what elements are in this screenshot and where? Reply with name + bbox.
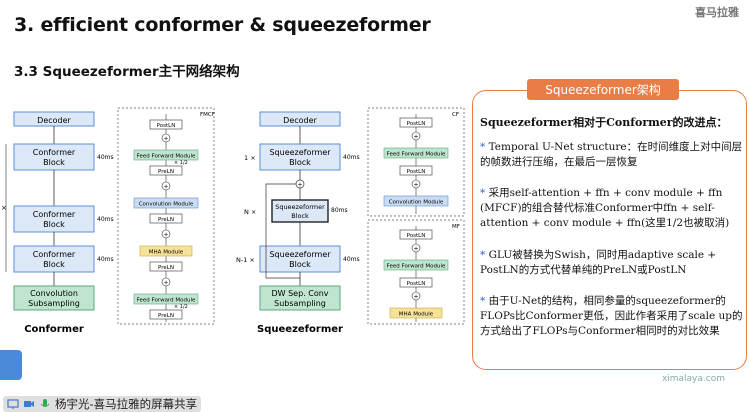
share-status-text: 杨宇光-喜马拉雅的屏幕共享 (55, 397, 198, 411)
svg-text:+: + (413, 134, 418, 141)
star-icon: * (480, 141, 489, 153)
svg-text:+: + (163, 280, 168, 287)
brand-logo: 喜马拉雅 (695, 6, 739, 19)
bullet-item-4: * 由于U-Net的结构，相同参量的squeezeformer的FLOPs比Co… (480, 295, 743, 337)
svg-text:+: + (163, 184, 168, 191)
svg-text:1 ×: 1 × (244, 154, 256, 162)
svg-text:Decoder: Decoder (283, 116, 317, 125)
conformer-block-label-3: Conformer (33, 250, 76, 259)
bullet-item-2: * 采用self-attention + ffn + conv module +… (480, 187, 730, 229)
star-icon: * (480, 295, 489, 307)
bullet-item-1: * Temporal U-Net structure：在时间维度上对中间层的帧数… (480, 141, 743, 168)
svg-text:PreLN: PreLN (158, 265, 174, 271)
svg-text:Squeezeformer: Squeezeformer (275, 203, 325, 211)
conformer-diagram: Decoder Conformer Block Conformer Block … (1, 107, 215, 335)
architecture-diagram: Decoder Conformer Block Conformer Block … (1, 107, 465, 335)
microphone-icon[interactable] (39, 398, 51, 410)
svg-text:PostLN: PostLN (157, 123, 176, 129)
svg-text:40ms: 40ms (343, 256, 360, 263)
svg-text:80ms: 80ms (331, 207, 348, 214)
side-tab[interactable] (0, 350, 22, 380)
svg-text:PreLN: PreLN (158, 217, 174, 223)
svg-text:PreLN: PreLN (158, 169, 174, 175)
callout-box (472, 90, 747, 370)
svg-text:Block: Block (289, 158, 311, 167)
svg-text:× 1/2: × 1/2 (174, 160, 188, 166)
conformer-subsampling-label-1: Convolution (30, 289, 78, 298)
svg-text:Feed Forward Module: Feed Forward Module (387, 264, 446, 270)
svg-text:Feed Forward Module: Feed Forward Module (137, 298, 196, 304)
svg-text:PostLN: PostLN (407, 121, 426, 127)
svg-text:N-1 ×: N-1 × (236, 256, 255, 264)
conformer-time-3: 40ms (97, 256, 114, 263)
conformer-block-label-2b: Block (43, 220, 65, 229)
conformer-block-label-1: Conformer (33, 148, 76, 157)
svg-text:PostLN: PostLN (407, 233, 426, 239)
svg-text:Convolution Module: Convolution Module (139, 202, 194, 208)
star-icon: * (480, 187, 489, 199)
conformer-title: Conformer (24, 324, 84, 335)
svg-text:PreLN: PreLN (158, 313, 174, 319)
svg-text:MF: MF (452, 224, 460, 230)
squeezeformer-title: Squeezeformer (257, 324, 343, 335)
svg-text:Squeezeformer: Squeezeformer (269, 250, 331, 259)
svg-text:Block: Block (291, 212, 309, 220)
svg-text:+: + (413, 246, 418, 253)
svg-text:DW Sep. Conv: DW Sep. Conv (271, 289, 328, 298)
conformer-repeat-label: × (1, 204, 7, 212)
svg-text:40ms: 40ms (343, 154, 360, 161)
svg-text:+: + (163, 232, 168, 239)
squeezeformer-diagram: Decoder Squeezeformer Block + Squeezefor… (236, 107, 465, 335)
svg-text:Feed Forward Module: Feed Forward Module (387, 152, 446, 158)
svg-text:Convolution Module: Convolution Module (389, 200, 444, 206)
svg-text:CF: CF (452, 112, 459, 118)
site-watermark: ximalaya.com (661, 374, 725, 384)
svg-text:PostLN: PostLN (407, 169, 426, 175)
svg-text:Feed Forward Module: Feed Forward Module (137, 154, 196, 160)
conformer-time-1: 40ms (97, 154, 114, 161)
svg-text:+: + (163, 136, 168, 143)
camera-icon[interactable] (23, 398, 35, 410)
svg-text:× 1/2: × 1/2 (174, 304, 188, 310)
architecture-figure: Decoder Conformer Block Conformer Block … (0, 100, 470, 340)
screen-share-icon[interactable] (7, 398, 19, 410)
conformer-block-label-3b: Block (43, 260, 65, 269)
slide-subtitle: 3.3 Squeezeformer主干网络架构 (14, 64, 240, 80)
svg-text:+: + (413, 294, 418, 301)
svg-text:Block: Block (289, 260, 311, 269)
svg-text:+: + (413, 182, 418, 189)
conformer-decoder-label: Decoder (37, 116, 71, 125)
bullet-item-3: * GLU被替换为Swish，同时用adaptive scale + PostL… (480, 249, 717, 276)
conformer-time-2: 40ms (97, 216, 114, 223)
screen-share-bar[interactable]: 杨宇光-喜马拉雅的屏幕共享 (3, 396, 202, 412)
svg-text:N ×: N × (244, 208, 256, 216)
svg-text:PostLN: PostLN (407, 281, 426, 287)
star-icon: * (480, 249, 489, 261)
slide-title: 3. efficient conformer & squeezeformer (14, 14, 431, 36)
callout-tag: Squeezeformer架构 (527, 79, 679, 100)
conformer-block-label-2: Conformer (33, 210, 76, 219)
svg-text:MHA Module: MHA Module (149, 250, 184, 256)
svg-text:Squeezeformer: Squeezeformer (269, 148, 331, 157)
conformer-block-label-1b: Block (43, 158, 65, 167)
conformer-subsampling-label-2: Subsampling (28, 299, 80, 308)
svg-text:+: + (297, 182, 302, 189)
conformer-panel-label: FMCF (200, 112, 215, 118)
svg-text:Subsampling: Subsampling (274, 299, 326, 308)
svg-text:MHA Module: MHA Module (399, 312, 434, 318)
callout-heading: Squeezeformer相对于Conformer的改进点： (480, 116, 728, 129)
